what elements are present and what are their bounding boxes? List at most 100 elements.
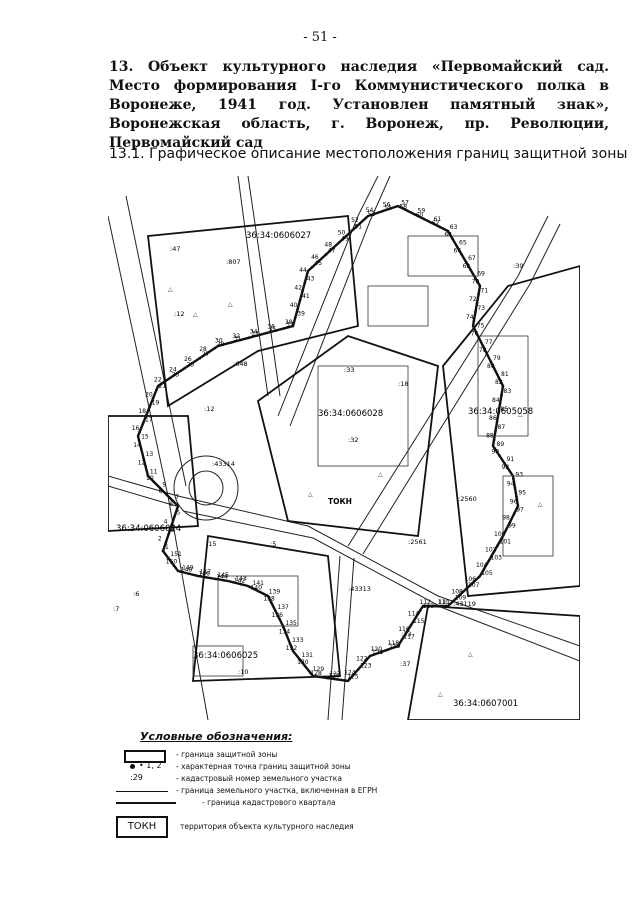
zone-point-label: 117 (403, 634, 415, 641)
zone-point-label: 45 (314, 260, 322, 267)
zone-point-label: 33 (251, 331, 259, 338)
zone-point-marker (516, 504, 520, 507)
zone-point-marker (317, 675, 320, 679)
zone-point-marker (230, 341, 233, 344)
zone-point-label: 27 (202, 351, 210, 358)
tokn-map-label: ТОКН (328, 497, 352, 506)
zone-point-marker (364, 216, 368, 220)
zone-point-marker (477, 575, 481, 579)
zone-point-label: 74 (466, 314, 474, 321)
page-number: - 51 - (303, 30, 337, 45)
zone-point-label: 53 (368, 211, 376, 218)
zone-point-label: 113 (423, 603, 435, 610)
tree-markers: △△△ △△△ △△△ (168, 286, 543, 698)
zone-point-label: 70 (472, 279, 480, 286)
zone-point-marker (274, 329, 277, 332)
zone-points: 1234567891011121314151617181920212223242… (132, 200, 526, 682)
zone-point-label: 11 (150, 469, 158, 476)
legend-row: - граница кадастрового квартала (116, 797, 576, 809)
zone-point-label: 19 (152, 400, 160, 407)
zone-point-marker (151, 397, 155, 400)
zone-point-label: 52 (351, 217, 359, 224)
zone-point-marker (240, 583, 244, 586)
zone-point-marker (377, 651, 380, 655)
zone-point-label: 44 (299, 267, 307, 274)
zone-point-label: 109 (455, 595, 467, 602)
zone-point-label: 41 (302, 293, 310, 300)
zone-point-label: 3 (171, 527, 175, 534)
zone-point-marker (504, 528, 508, 531)
zone-point-marker (385, 648, 389, 652)
quarter-label: 36:34:0606025 (193, 651, 258, 661)
zone-point-marker (296, 307, 299, 311)
zone-point-marker (146, 474, 150, 477)
zone-point-label: 56 (383, 201, 391, 208)
zone-point-label: 12 (138, 460, 146, 467)
zone-point-marker (278, 617, 281, 621)
svg-text:△: △ (438, 691, 443, 698)
svg-text:△: △ (308, 491, 313, 498)
zone-point-label: 123 (360, 663, 372, 670)
zone-point-marker (498, 402, 502, 406)
zone-point-marker (426, 604, 429, 608)
zone-point-label: 31 (234, 335, 242, 342)
zone-point-label: 98 (502, 515, 510, 522)
zone-point-marker (356, 668, 360, 671)
zone-point-marker (473, 328, 477, 331)
zone-point-marker (372, 212, 376, 216)
zone-point-marker (288, 642, 292, 646)
zone-point-marker (455, 245, 459, 248)
zone-point-label: 96 (510, 498, 518, 505)
legend-row: :29 - кадастровый номер земельного участ… (116, 773, 576, 785)
zone-point-label: 14 (133, 442, 141, 449)
zone-point-marker (493, 368, 497, 372)
zone-point-marker (503, 461, 506, 465)
zone-point-label: 138 (263, 596, 275, 603)
zone-point-label: 28 (199, 346, 207, 353)
legend-text: - кадастровый номер земельного участка (176, 774, 342, 783)
zone-point-marker (160, 382, 164, 385)
zone-point-marker (489, 360, 493, 364)
zone-point-marker (493, 446, 496, 450)
zone-point-marker (221, 343, 225, 346)
parcel-label: :807 (226, 258, 241, 266)
zone-point-label: 139 (269, 588, 281, 595)
parcel-label: :7 (113, 605, 119, 613)
zone-point-label: 55 (384, 204, 392, 211)
zone-point-label: 112 (420, 599, 432, 606)
zone-point-marker (444, 604, 447, 608)
zone-point-marker (435, 604, 438, 608)
zone-point-marker (477, 293, 480, 296)
quarter-boundaries (108, 215, 580, 720)
zone-point-marker (419, 608, 422, 612)
zone-point-marker (496, 544, 499, 547)
zone-point-marker (257, 590, 260, 593)
legend-text: - граница кадастрового квартала (202, 798, 336, 807)
zone-point-marker (438, 225, 442, 229)
zone-point-marker (301, 290, 304, 293)
zone-point-marker (414, 616, 418, 619)
zone-point-label: 29 (217, 341, 225, 348)
zone-point-marker (145, 413, 148, 417)
zone-point-marker (406, 209, 409, 212)
zone-point-marker (451, 600, 455, 603)
zone-point-marker (473, 276, 477, 279)
zone-point-marker (137, 439, 141, 442)
zone-point-marker (173, 515, 176, 518)
zone-point-label: 42 (294, 284, 302, 291)
zone-point-marker (176, 506, 179, 510)
zone-point-label: 17 (145, 416, 153, 423)
parcel-label: :47 (170, 245, 180, 253)
zone-point-label: 38 (285, 319, 293, 326)
zone-point-marker (285, 634, 289, 637)
zone-point-label: 122 (356, 656, 368, 663)
zone-point-label: 89 (497, 441, 505, 448)
zone-point-label: 110 (438, 599, 450, 606)
zone-point-marker (291, 324, 295, 328)
zone-point-label: 61 (434, 216, 442, 223)
zone-point-marker (247, 336, 251, 339)
zone-point-label: 148 (181, 567, 193, 574)
zone-point-label: 79 (493, 355, 501, 362)
zone-point-marker (141, 422, 145, 425)
zone-point-label: 72 (469, 296, 477, 303)
